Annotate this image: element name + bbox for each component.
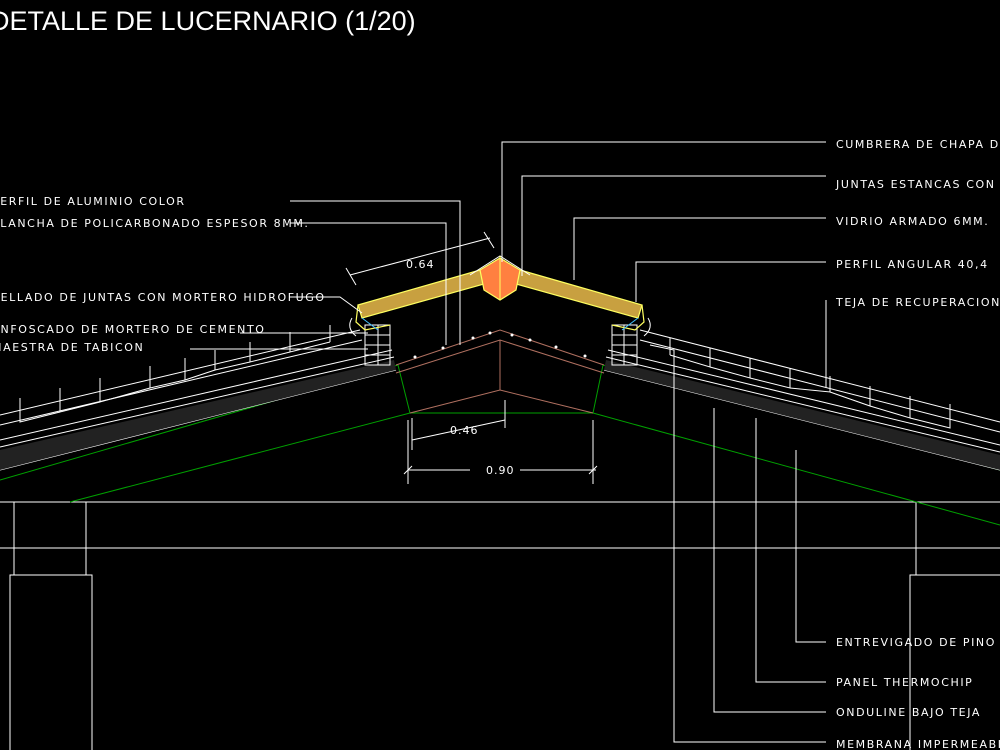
right-insulation <box>604 360 1000 470</box>
label-perfil-angular: PERFIL ANGULAR 40,4 <box>836 258 989 271</box>
label-membrana-impermeabilizante: MEMBRANA IMPERMEABILI <box>836 738 1000 750</box>
skylight-dots <box>413 331 587 359</box>
dimension-064-label: 0.64 <box>406 258 435 271</box>
dimension-090-mask <box>470 462 520 478</box>
label-panel-thermochip: PANEL THERMOCHIP <box>836 676 973 689</box>
left-insulation <box>0 360 396 470</box>
left-leader-lines <box>190 200 461 350</box>
label-juntas-estancas: JUNTAS ESTANCAS CON SI <box>835 178 1000 191</box>
label-enfoscado-mortero: ENFOSCADO DE MORTERO DE CEMENTO <box>0 323 266 336</box>
label-entrevigado-pino: ENTREVIGADO DE PINO 20 <box>836 636 1000 649</box>
right-column <box>909 502 1000 750</box>
dimension-064 <box>345 231 495 286</box>
label-cumbrera-chapa: CUMBRERA DE CHAPA DE <box>836 138 1000 151</box>
beam <box>0 501 1000 575</box>
seal-profiles <box>349 317 651 337</box>
skylight-structure <box>395 329 605 414</box>
left-column <box>9 502 93 750</box>
label-onduline-bajo-teja: ONDULINE BAJO TEJA <box>836 706 981 719</box>
left-curb-wall <box>364 324 391 366</box>
label-plancha-policarbonado: PLANCHA DE POLICARBONADO ESPESOR 8MM. <box>0 217 310 230</box>
right-curb-wall <box>611 324 638 366</box>
ridge-cap <box>469 255 531 301</box>
label-sellado-juntas: SELLADO DE JUNTAS CON MORTERO HIDROFUGO <box>0 291 326 304</box>
right-roof-tiles <box>669 338 951 429</box>
left-glass-panel <box>355 269 485 331</box>
right-glass-panel <box>515 269 645 331</box>
label-maestra-tabicon: MAESTRA DE TABICON <box>0 341 144 354</box>
right-leader-lines <box>501 141 827 743</box>
label-teja-recuperacion: TEJA DE RECUPERACION <box>835 296 1000 309</box>
dimension-090-label: 0.90 <box>486 464 515 477</box>
label-vidrio-armado: VIDRIO ARMADO 6MM. <box>836 215 989 228</box>
label-perfil-aluminio: PERFIL DE ALUMINIO COLOR <box>0 195 186 208</box>
drawing-title: DETALLE DE LUCERNARIO (1/20) <box>0 6 416 36</box>
left-roof-tiles <box>19 325 331 423</box>
dimension-046-label: 0.46 <box>450 424 479 437</box>
dimension-046 <box>411 400 506 450</box>
